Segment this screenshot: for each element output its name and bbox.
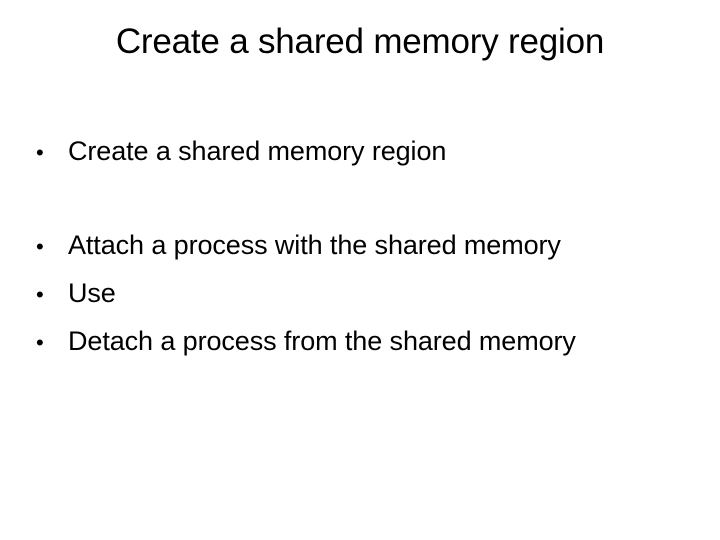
list-item: • Detach a process from the shared memor… — [36, 318, 684, 366]
bullet-icon: • — [36, 330, 44, 355]
bullet-icon: • — [36, 282, 44, 307]
bullet-icon: • — [36, 234, 44, 259]
bullet-list: • Create a shared memory region • Attach… — [36, 128, 684, 366]
bullet-icon: • — [36, 140, 44, 165]
page-title: Create a shared memory region — [115, 22, 605, 61]
list-item-label: Attach a process with the shared memory — [68, 230, 561, 260]
list-item: • Use — [36, 270, 684, 318]
list-item-label: Detach a process from the shared memory — [68, 326, 576, 356]
list-item-label: Use — [68, 278, 116, 308]
list-item: • Attach a process with the shared memor… — [36, 222, 684, 270]
list-item-label: Create a shared memory region — [68, 136, 447, 166]
list-item: • Create a shared memory region — [36, 128, 684, 176]
